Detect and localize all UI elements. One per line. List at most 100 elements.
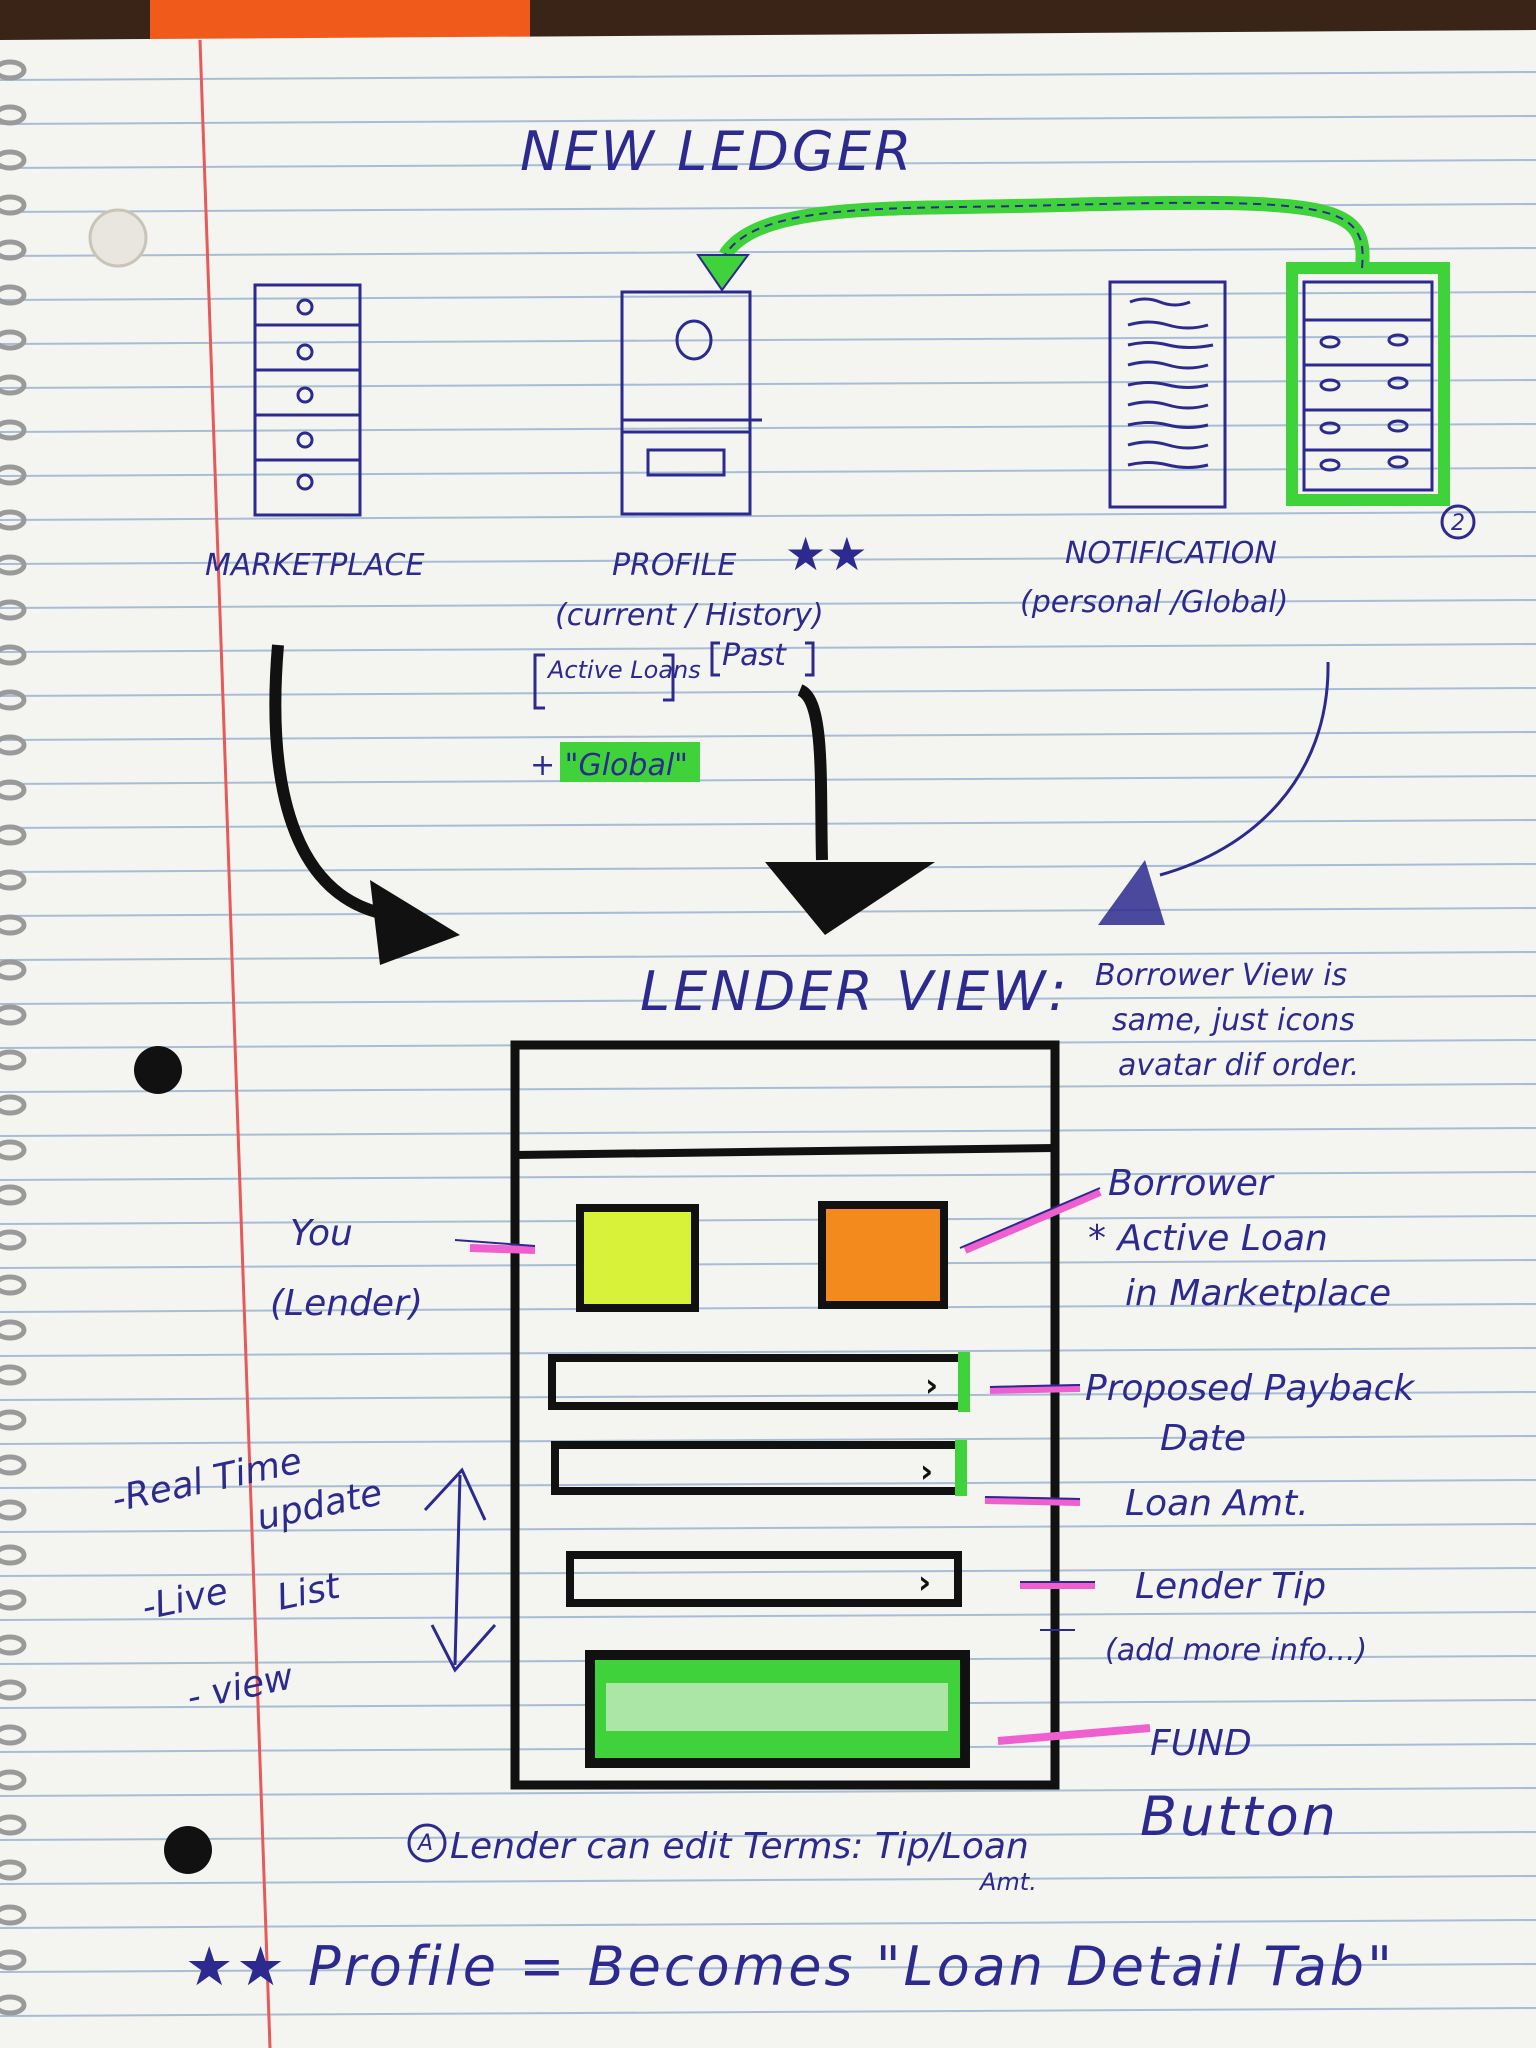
rule-line (0, 995, 1536, 1005)
spiral-coil (0, 1544, 27, 1566)
profile-tabs-note: Active Loans Past (533, 638, 815, 710)
side-note-line-2: same, just icons (1112, 1003, 1355, 1038)
spiral-coil (0, 1094, 27, 1116)
chevron-right-icon: › (925, 1366, 938, 1404)
spiral-binding (0, 59, 27, 2016)
page-title: NEW LEDGER (520, 120, 914, 183)
orange-notebook-corner (150, 0, 530, 40)
spiral-coil (0, 509, 27, 531)
spiral-coil (0, 1409, 27, 1431)
spiral-coil (0, 734, 27, 756)
rule-line (0, 1391, 1536, 1401)
past-label: Past (722, 638, 787, 673)
profile-screen-sketch (620, 290, 762, 516)
you-label-line-2: (Lender) (270, 1283, 423, 1324)
spiral-coil (0, 149, 27, 171)
spiral-coil (0, 329, 27, 351)
fund-button[interactable] (585, 1650, 970, 1768)
marketplace-screen-sketch (253, 283, 362, 517)
spiral-coil (0, 1769, 27, 1791)
rule-line (0, 731, 1536, 741)
rule-line (0, 555, 1536, 565)
rule-line (0, 819, 1536, 829)
spiral-coil (0, 644, 27, 666)
spiral-coil (0, 1679, 27, 1701)
field-payback-date[interactable]: › (548, 1352, 970, 1412)
punch-hole-middle (134, 1046, 182, 1094)
rule-line (0, 1259, 1536, 1269)
loan-amt-label: Loan Amt. (1125, 1483, 1309, 1524)
pink-connectors (469, 1188, 1151, 1745)
lender-tip-label-line-2: (add more info...) (1105, 1633, 1367, 1668)
spiral-coil (0, 959, 27, 981)
spiral-coil (0, 1274, 27, 1296)
notification-sub: (personal /Global) (1020, 585, 1288, 620)
profile-label: PROFILE (612, 548, 736, 583)
lender-tip-label-line-1: Lender Tip (1135, 1566, 1326, 1607)
spiral-coil (0, 419, 27, 441)
rule-line (0, 1567, 1536, 1577)
active-loans-label: Active Loans (546, 656, 701, 684)
spiral-coil (0, 1634, 27, 1656)
punch-hole-top (88, 208, 148, 268)
spiral-coil (0, 914, 27, 936)
profile-stars: ★★ (785, 527, 867, 581)
global-note: + "Global" (530, 748, 688, 783)
notification-label: NOTIFICATION (1065, 536, 1277, 571)
spiral-coil (0, 1319, 27, 1341)
spiral-coil (0, 1139, 27, 1161)
field-loan-amount[interactable]: › (551, 1440, 967, 1496)
svg-text:A: A (416, 1831, 433, 1856)
spiral-coil (0, 1454, 27, 1476)
profile-sub: (current / History) (555, 598, 824, 633)
spiral-coil (0, 59, 27, 81)
spiral-coil (0, 824, 27, 846)
up-down-arrow (423, 1467, 497, 1673)
side-note-line-3: avatar dif order. (1118, 1048, 1359, 1083)
borrower-label-line-2: * Active Loan (1088, 1218, 1328, 1259)
rule-line (0, 1963, 1536, 1973)
rule-line (0, 1215, 1536, 1225)
rule-line (0, 1127, 1536, 1137)
spiral-coil (0, 599, 27, 621)
borrower-label-line-1: Borrower (1108, 1163, 1275, 1204)
rule-line (0, 1171, 1536, 1181)
rule-line (0, 1083, 1536, 1093)
field-lender-tip[interactable]: › (566, 1551, 962, 1607)
rule-line (0, 775, 1536, 785)
spiral-coil (0, 1589, 27, 1611)
rule-line (0, 71, 1536, 81)
payback-label-line-1: Proposed Payback (1085, 1368, 1416, 1409)
fund-label-line-1: FUND (1150, 1723, 1252, 1764)
spiral-coil (0, 554, 27, 576)
rule-line (0, 1875, 1536, 1885)
spiral-coil (0, 1049, 27, 1071)
spiral-coil (0, 239, 27, 261)
arrow-marketplace-to-lender (269, 644, 460, 965)
arrow-profile-to-lender (765, 684, 935, 935)
chevron-right-icon: › (920, 1452, 933, 1490)
notification-screen-sketch (1108, 280, 1227, 509)
footnote-2: ★★ Profile = Becomes "Loan Detail Tab" (185, 1935, 1395, 1998)
rule-line (0, 863, 1536, 873)
chevron-right-icon: › (918, 1563, 931, 1601)
rule-line (0, 511, 1536, 521)
arrow-notification-to-lender (1098, 661, 1330, 925)
marketplace-label: MARKETPLACE (205, 548, 424, 583)
rule-line (0, 115, 1536, 125)
notification-badge-count: 2 (1451, 511, 1465, 536)
margin-line (198, 39, 272, 2048)
rule-line (0, 1303, 1536, 1313)
spiral-coil (0, 1499, 27, 1521)
notification-badge: 2 (1440, 504, 1476, 540)
rule-line (0, 951, 1536, 961)
spiral-coil (0, 1904, 27, 1926)
spiral-coil (0, 779, 27, 801)
lender-view-heading: LENDER VIEW: (640, 960, 1070, 1023)
ink-connectors (454, 1187, 1101, 1631)
spiral-coil (0, 1814, 27, 1836)
spiral-coil (0, 104, 27, 126)
spiral-coil (0, 374, 27, 396)
spiral-coil (0, 464, 27, 486)
rule-line (0, 1787, 1536, 1797)
